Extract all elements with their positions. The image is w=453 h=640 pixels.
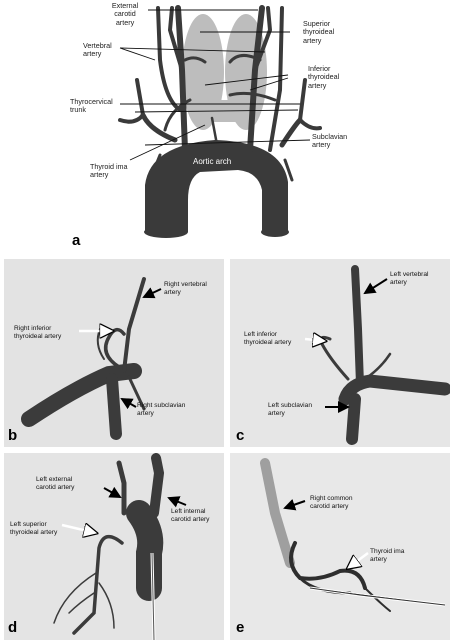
angiogram-e <box>230 453 450 640</box>
label-left-subclavian: Left subclavian artery <box>268 402 312 417</box>
panel-d: Left external carotid artery Left superi… <box>4 453 224 640</box>
label-right-subclavian: Right subclavian artery <box>137 402 186 417</box>
label-subclavian: Subclavian artery <box>312 132 348 150</box>
label-right-vertebral: Right vertebral artery <box>164 281 207 296</box>
label-thyroid-ima-e: Thyroid ima artery <box>370 548 405 563</box>
label-aortic-arch: Aortic arch <box>193 157 232 166</box>
panel-letter-c: c <box>236 427 245 444</box>
label-external-carotid: External carotid artery <box>111 1 139 27</box>
aortic-arch-shape <box>144 140 289 238</box>
panel-e: Right common carotid artery Thyroid ima … <box>230 453 450 640</box>
label-superior-thyroidal: Superior thyroideal artery <box>303 19 335 45</box>
label-right-common-carotid: Right common carotid artery <box>310 495 353 510</box>
panel-a: External carotid artery Vertebral artery… <box>0 0 453 255</box>
angiogram-b <box>4 259 224 447</box>
panel-c: Left vertebral artery Left inferior thyr… <box>230 259 450 447</box>
label-left-vertebral: Left vertebral artery <box>390 271 429 286</box>
label-left-superior-thyroidal: Left superior thyroideal artery <box>10 521 58 536</box>
vessel-tree <box>118 5 322 182</box>
label-inferior-thyroidal: Inferior thyroideal artery <box>308 64 340 90</box>
label-left-internal-carotid: Left internal carotid artery <box>171 508 210 523</box>
angiogram-c <box>230 259 450 447</box>
label-thyrocervical: Thyrocervical trunk <box>70 97 113 115</box>
panel-letter-b: b <box>8 427 18 444</box>
label-left-external-carotid: Left external carotid artery <box>36 476 75 491</box>
label-right-inferior-thyroidal: Right inferior thyroideal artery <box>14 325 62 340</box>
panel-b: Right vertebral artery Right inferior th… <box>4 259 224 447</box>
panel-letter-a: a <box>72 232 81 249</box>
panel-letter-e: e <box>236 619 245 636</box>
leader-lines <box>119 9 311 161</box>
panel-letter-d: d <box>8 619 18 636</box>
label-thyroid-ima: Thyroid ima artery <box>90 162 128 180</box>
angiogram-d <box>4 453 224 640</box>
label-vertebral: Vertebral artery <box>83 41 112 59</box>
arterial-schematic <box>118 5 322 238</box>
label-left-inferior-thyroidal: Left inferior thyroideal artery <box>244 331 292 346</box>
